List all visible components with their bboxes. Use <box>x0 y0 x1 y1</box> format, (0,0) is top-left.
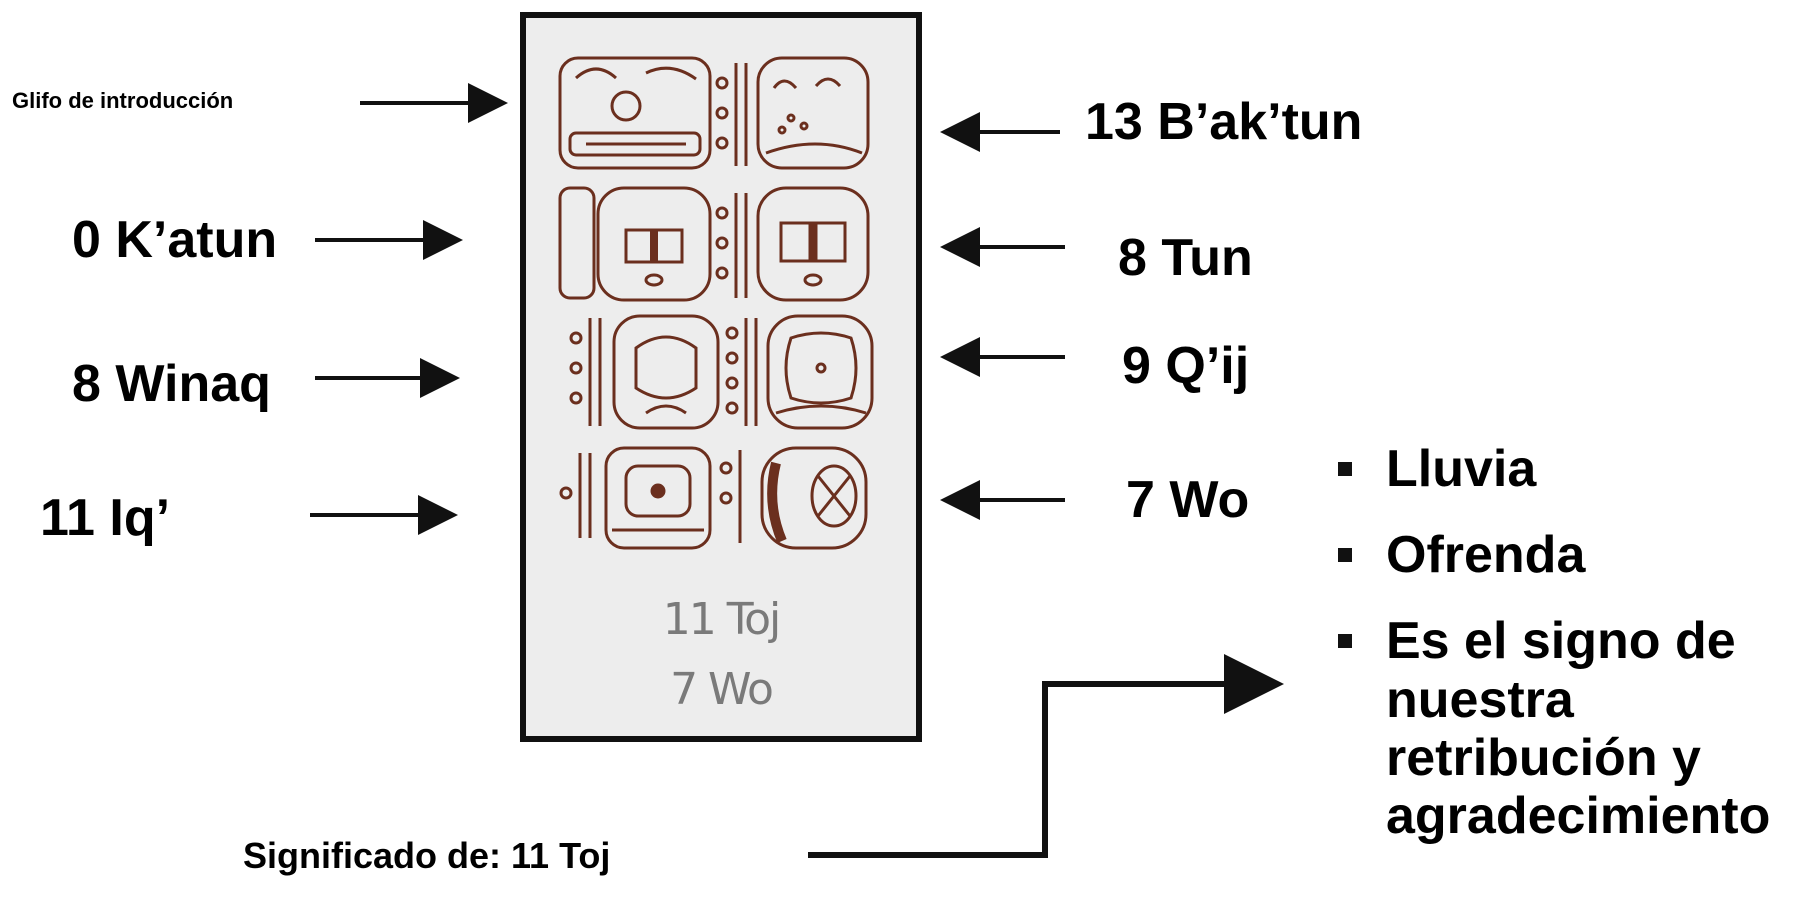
glyph-katun <box>558 186 712 302</box>
meaning-list: Lluvia Ofrenda Es el signo de nuestra re… <box>1330 440 1806 845</box>
list-item: Ofrenda <box>1330 526 1806 584</box>
label-winaq: 8 Winaq <box>72 355 271 413</box>
bullet-square-icon <box>1338 462 1352 476</box>
label-qij: 9 Q’ij <box>1122 337 1250 395</box>
meaning-text: Es el signo de nuestra retribución y agr… <box>1386 612 1771 846</box>
glyph-tun <box>756 186 870 302</box>
glyph-baktun <box>756 56 870 170</box>
meaning-text: Ofrenda <box>1386 526 1586 585</box>
panel-caption-toj: 11 Toj <box>662 594 782 645</box>
numeral-winaq <box>569 318 602 426</box>
label-baktun: 13 B’ak’tun <box>1085 93 1363 151</box>
glyph-iq <box>604 446 712 550</box>
arrow-meaning <box>808 654 1284 858</box>
glyph-wo <box>760 446 868 550</box>
bullet-square-icon <box>1338 634 1352 649</box>
bullet-square-icon <box>1338 548 1352 563</box>
label-wo: 7 Wo <box>1126 471 1250 529</box>
meaning-text: Lluvia <box>1386 440 1537 498</box>
glyph-qij <box>766 314 874 430</box>
label-intro-glyph: Glifo de introducción <box>12 88 234 113</box>
numeral-iq <box>559 453 592 538</box>
list-item: Lluvia <box>1330 440 1806 498</box>
numeral-qij <box>725 318 758 426</box>
panel-caption-wo: 7 Wo <box>670 664 774 715</box>
label-meaning: Significado de: 11 Toj <box>243 835 611 876</box>
glyph-winaq <box>612 314 720 430</box>
label-katun: 0 K’atun <box>72 211 278 269</box>
glyph-grid <box>558 56 874 550</box>
label-tun: 8 Tun <box>1118 229 1253 287</box>
glyph-intro <box>558 56 712 170</box>
numeral-katun <box>715 193 748 298</box>
label-iq: 11 Iq’ <box>40 489 171 547</box>
glyph-panel: 11 Toj 7 Wo <box>520 12 922 742</box>
numeral-baktun <box>715 63 748 166</box>
list-item: Es el signo de nuestra retribución y agr… <box>1330 612 1806 845</box>
numeral-wo <box>719 450 742 543</box>
